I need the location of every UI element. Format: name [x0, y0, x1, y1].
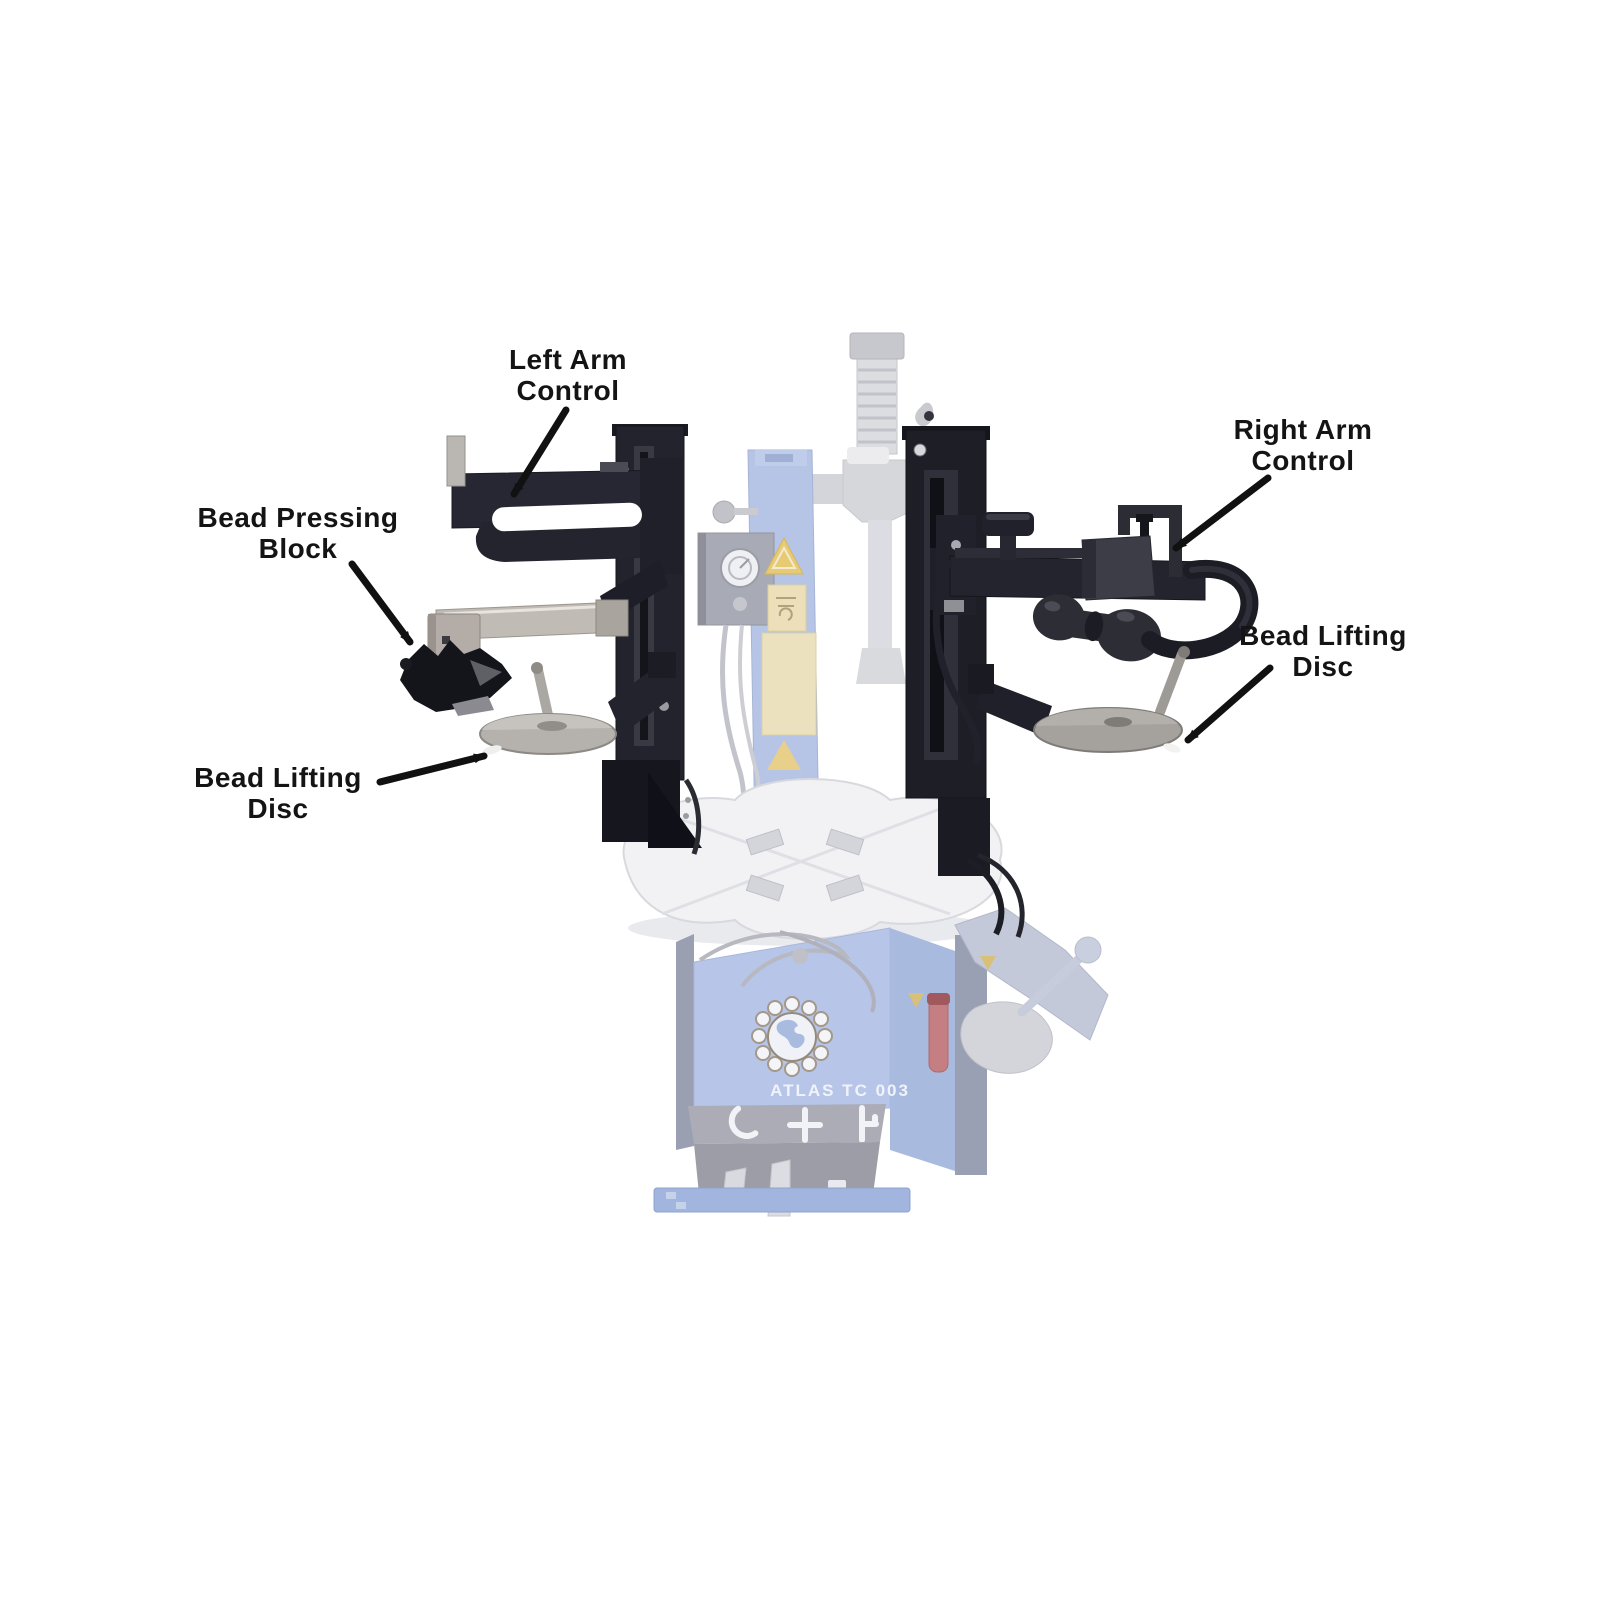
red-handle: [928, 997, 949, 1073]
globe-logo-icon: [751, 996, 833, 1077]
instruction-sticker: [761, 632, 817, 736]
pedal-symbol-plus-icon: [787, 1107, 823, 1143]
left-arm-stop-tab: [446, 435, 466, 487]
pedal-symbol-panel: [688, 1104, 886, 1144]
pressure-gauge-box: [697, 532, 775, 626]
bead-lifting-disc-left: [479, 652, 680, 755]
warning-triangle-icon: [767, 740, 801, 770]
small-warning-icon: [908, 993, 924, 1008]
machine-model-text: ATLAS TC 003: [770, 1081, 910, 1100]
small-warning-icon: [980, 956, 996, 970]
label-bead-lifting-disc-left: Bead Lifting Disc: [194, 762, 362, 825]
cabinet-hose: [779, 930, 876, 1013]
warning-stickers: [761, 536, 817, 770]
left-arm-control-arm: [446, 435, 684, 574]
bead-roller: [1032, 594, 1161, 662]
bead-lifting-disc-right: [968, 646, 1190, 753]
right-assist-arm: [902, 411, 1259, 938]
leader-arrows: [348, 406, 1274, 786]
right-arm-cable: [932, 558, 982, 765]
faded-pedal-box: [653, 1142, 911, 1217]
pedal-symbol-crescent-icon: [728, 1105, 759, 1139]
bead-breaker-lever-ball: [1074, 936, 1102, 964]
machine-base: [653, 1187, 911, 1213]
right-arm-control-arm: [930, 505, 1259, 662]
caution-label: [767, 584, 807, 632]
faded-bead-breaker: [908, 907, 1109, 1074]
faded-clamping-table: [622, 778, 1003, 946]
left-tower-gusset: [648, 772, 702, 848]
cabinet-hose: [698, 932, 851, 988]
label-left-arm-control: Left Arm Control: [508, 344, 628, 407]
arrow-bead-lifting-disc-right-icon: [1184, 664, 1274, 744]
arrow-bead-pressing-block-icon: [348, 560, 414, 646]
lubricant-cylinder: [849, 332, 934, 455]
left-assist-arm: [400, 424, 702, 855]
inflation-knob: [712, 500, 758, 524]
pedal-symbol-bar-icon: [859, 1105, 879, 1143]
bead-pressing-block: [400, 640, 512, 716]
globe-continents: [776, 1019, 805, 1049]
label-right-arm-control: Right Arm Control: [1233, 414, 1373, 477]
faded-tire-changer-machine: ATLAS TC 003: [622, 332, 1109, 1217]
dual-assist-arm-kit: [400, 411, 1259, 938]
label-bead-pressing-block: Bead Pressing Block: [197, 502, 399, 565]
arrow-right-arm-control-icon: [1172, 474, 1272, 552]
arrow-bead-lifting-disc-left-icon: [376, 752, 488, 786]
label-bead-lifting-disc-right: Bead Lifting Disc: [1239, 620, 1407, 683]
arrow-left-arm-control-icon: [510, 406, 570, 498]
